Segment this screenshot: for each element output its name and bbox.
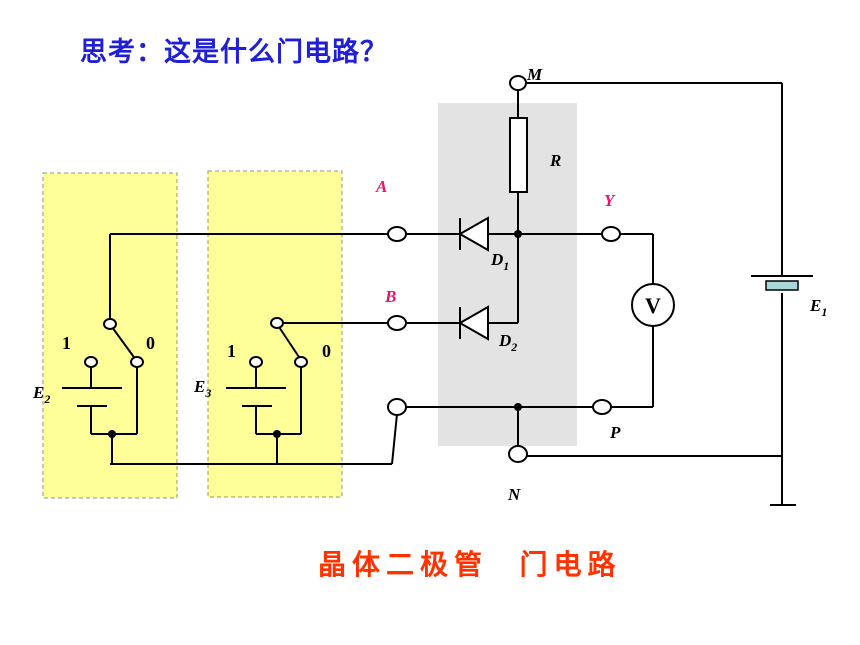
junction-dot [108, 430, 116, 438]
label-b: B [384, 287, 396, 306]
switch1-contact-1 [84, 356, 98, 368]
terminal-m [509, 75, 527, 91]
switch2-label-on: 1 [227, 341, 236, 361]
question-title: 思考：这是什么门电路？ [80, 37, 388, 68]
voltmeter-label: V [645, 293, 661, 318]
junction-dot [514, 403, 522, 411]
label-m: M [526, 65, 543, 84]
junction-dot [273, 430, 281, 438]
terminal-ground-left [387, 398, 407, 416]
junction-dot [514, 230, 522, 238]
switch2-pivot [270, 317, 284, 329]
label-p: P [609, 423, 621, 442]
gate-box [438, 103, 577, 446]
label-e2: E2 [32, 383, 50, 406]
label-e3: E3 [193, 377, 211, 400]
label-n: N [507, 485, 521, 504]
label-d1: D1 [490, 250, 509, 273]
terminal-n [508, 445, 528, 463]
terminal-b [387, 315, 407, 331]
label-a: A [375, 177, 387, 196]
diode-d2 [457, 305, 489, 341]
switch1-pivot [103, 318, 117, 330]
switch2-label-off: 0 [322, 341, 331, 361]
terminal-y [601, 226, 621, 242]
caption: 晶体二极管 门电路 [318, 548, 622, 581]
label-d2: D2 [498, 331, 517, 354]
terminal-a [387, 226, 407, 242]
input-box-e2 [42, 172, 178, 499]
switch1-label-off: 0 [146, 333, 155, 353]
battery-e1-short-plate [765, 280, 799, 291]
switch2-contact-0 [294, 356, 308, 368]
terminal-p [592, 399, 612, 415]
switch1-label-on: 1 [62, 333, 71, 353]
resistor-r [509, 117, 528, 193]
label-y: Y [604, 191, 616, 210]
label-e1: E1 [809, 296, 827, 319]
switch2-contact-1 [249, 356, 263, 368]
switch1-contact-0 [130, 356, 144, 368]
diode-d1 [457, 216, 489, 252]
voltmeter [631, 283, 675, 327]
label-r: R [549, 151, 561, 170]
input-box-e3 [207, 170, 343, 498]
